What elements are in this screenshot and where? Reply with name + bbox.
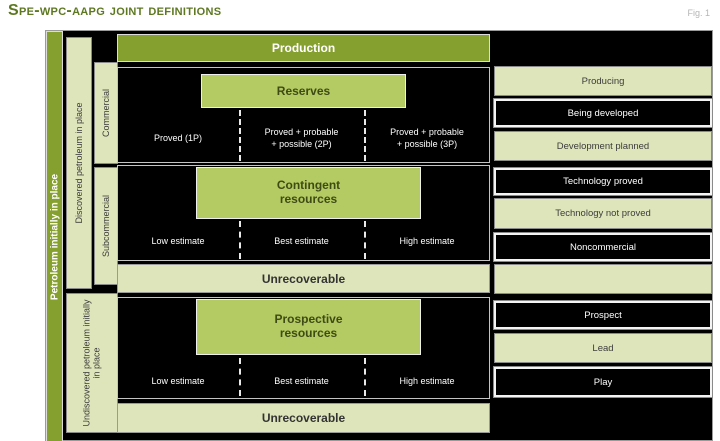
contingent-best-estimate: Best estimate (240, 227, 363, 257)
contingent-high-estimate: High estimate (365, 227, 489, 257)
contingent-best-estimate-label: Best estimate (274, 236, 329, 247)
dashed-divider (364, 358, 366, 396)
contingent-resources-label: Contingent resources (276, 178, 341, 206)
prospective-high-estimate-label: High estimate (399, 376, 455, 387)
sidebar-discovered-petroleum: Discovered petroleum in place (66, 37, 92, 289)
unrecoverable-bar-discovered: Unrecoverable (117, 264, 490, 293)
prospective-low-estimate-label: Low estimate (151, 376, 205, 387)
sidebar-petroleum-initially-in-place: Petroleum initially in place (46, 31, 63, 441)
prospective-best-estimate-label: Best estimate (274, 376, 329, 387)
contingent-low-estimate-label: Low estimate (151, 236, 205, 247)
prospective-best-estimate: Best estimate (240, 367, 363, 397)
sidebar-subcommercial: Subcommercial (94, 167, 118, 285)
figure-number-label: Fig. 1 (687, 8, 710, 18)
classification-diagram: Petroleum initially in place Discovered … (45, 30, 713, 441)
contingent-low-estimate: Low estimate (118, 227, 238, 257)
sidebar-discovered-label: Discovered petroleum in place (74, 102, 84, 224)
status-row-unrecoverable-blank (494, 264, 712, 294)
status-row-technology-not-proved: Technology not proved (494, 198, 712, 229)
production-bar: Production (117, 34, 490, 62)
status-row-lead: Lead (494, 333, 712, 363)
sidebar-subcommercial-label: Subcommercial (101, 194, 111, 258)
status-row-play: Play (493, 366, 713, 398)
reserves-estimate-proved-1p: Proved (1P) (118, 116, 238, 161)
reserves-estimate-3p: Proved + probable + possible (3P) (365, 116, 489, 161)
contingent-resources-box: Contingent resources (196, 167, 421, 219)
status-row-development-planned: Development planned (494, 131, 712, 161)
sidebar-undiscovered-label: Undiscovered petroleum initially in plac… (81, 299, 102, 427)
dashed-divider (239, 221, 241, 259)
page-title: Spe-wpc-aapg joint definitions (8, 2, 222, 19)
sidebar-undiscovered-petroleum: Undiscovered petroleum initially in plac… (66, 293, 118, 433)
reserves-estimate-2p-label: Proved + probable + possible (2P) (264, 127, 339, 149)
status-row-producing: Producing (494, 66, 712, 96)
reserves-estimate-3p-label: Proved + probable + possible (3P) (390, 127, 464, 149)
contingent-high-estimate-label: High estimate (399, 236, 455, 247)
dashed-divider (364, 221, 366, 259)
prospective-high-estimate: High estimate (365, 367, 489, 397)
sidebar-petroleum-label: Petroleum initially in place (49, 173, 60, 300)
prospective-resources-box: Prospective resources (196, 299, 421, 355)
reserves-box: Reserves (201, 74, 406, 108)
status-row-prospect: Prospect (493, 300, 713, 330)
reserves-estimate-2p: Proved + probable + possible (2P) (240, 116, 363, 161)
dashed-divider (239, 358, 241, 396)
status-row-technology-proved: Technology proved (493, 167, 713, 196)
status-row-noncommercial: Noncommercial (493, 232, 713, 262)
prospective-resources-label: Prospective resources (274, 312, 343, 340)
dashed-divider (239, 110, 241, 161)
unrecoverable-bar-undiscovered: Unrecoverable (117, 403, 490, 433)
dashed-divider (364, 110, 366, 161)
status-row-being-developed: Being developed (493, 98, 713, 128)
prospective-low-estimate: Low estimate (118, 367, 238, 397)
sidebar-commercial: Commercial (94, 62, 118, 164)
sidebar-commercial-label: Commercial (101, 88, 111, 138)
reserves-estimate-proved-1p-label: Proved (1P) (153, 132, 203, 143)
